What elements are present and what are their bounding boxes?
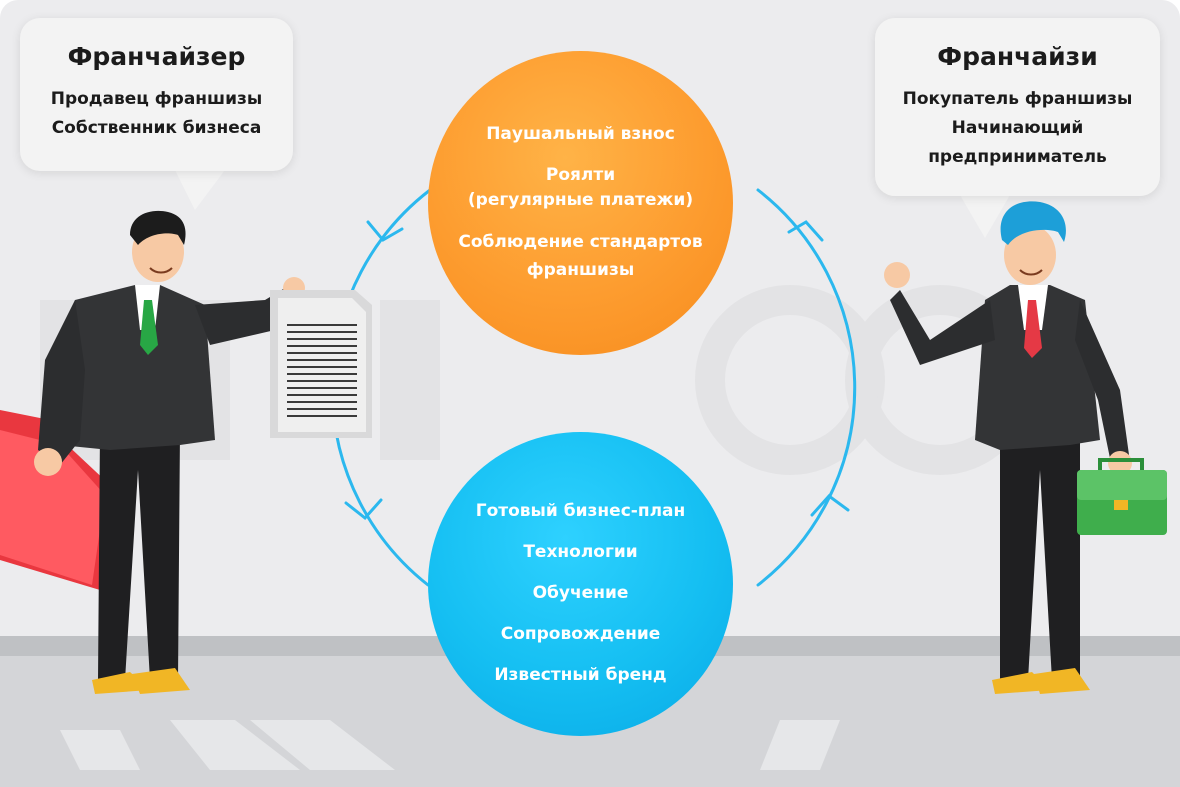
payments-item: Соблюдение стандартов: [458, 232, 703, 252]
benefits-item: Технологии: [523, 542, 638, 562]
payments-item: (регулярные платежи): [467, 190, 694, 210]
benefits-item: Готовый бизнес-план: [475, 501, 686, 521]
floor-tile: [60, 730, 140, 770]
bubble-tail: [175, 170, 225, 210]
franchisor-bubble: Франчайзер Продавец франшизы Собственник…: [20, 18, 293, 171]
franchisor-figure: [0, 210, 305, 694]
bubble-tail: [960, 195, 1010, 238]
red-folder-icon: [0, 410, 110, 590]
document-icon: [270, 290, 372, 438]
benefits-circle: Готовый бизнес-план Технологии Обучение …: [428, 432, 733, 736]
right-arc-arrow: [756, 188, 857, 587]
franchisee-line: Начинающий: [951, 118, 1084, 138]
benefits-item: Сопровождение: [500, 624, 661, 644]
payments-item: франшизы: [526, 260, 635, 280]
floor-tile: [760, 720, 840, 770]
benefits-item: Обучение: [532, 583, 629, 603]
floor-tile: [170, 720, 300, 770]
watermark-shape: [380, 300, 440, 460]
arrow-head-icon: [787, 220, 824, 242]
briefcase-icon: [1077, 458, 1167, 535]
benefits-item: Известный бренд: [494, 665, 667, 685]
franchisor-title: Франчайзер: [67, 42, 246, 71]
arrow-head-icon: [810, 493, 850, 517]
franchisor-line: Собственник бизнеса: [51, 118, 262, 138]
franchisee-bubble: Франчайзи Покупатель франшизы Начинающий…: [875, 18, 1160, 196]
payments-circle: Паушальный взнос Роялти (регулярные плат…: [428, 51, 733, 355]
franchisee-title: Франчайзи: [937, 42, 1098, 71]
franchisee-figure: [884, 201, 1132, 694]
payments-item: Роялти: [545, 165, 616, 185]
arrow-head-icon: [344, 498, 383, 521]
floor-tile: [250, 720, 395, 770]
payments-item: Паушальный взнос: [486, 124, 675, 144]
franchisee-line: Покупатель франшизы: [902, 89, 1133, 109]
franchisor-line: Продавец франшизы: [50, 89, 263, 109]
arrow-head-icon: [366, 220, 404, 242]
franchisee-line: предприниматель: [928, 147, 1107, 167]
